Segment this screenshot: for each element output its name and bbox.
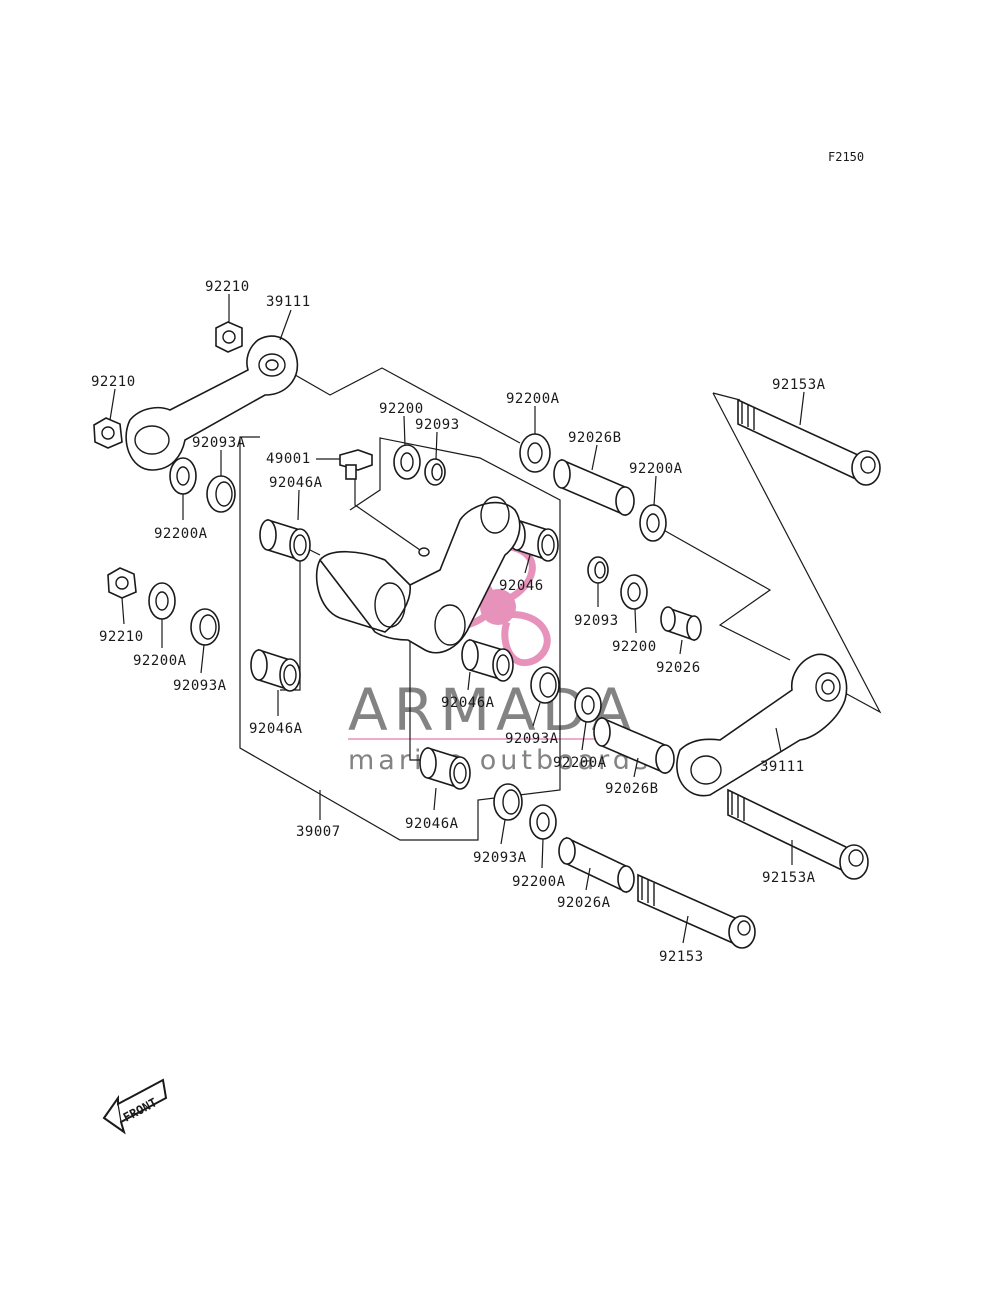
callout-92026B-center: 92026B [605,781,659,797]
group-outline-39007 [239,436,561,841]
grease-nipple-49001 [339,449,373,480]
assembly-outlines [239,367,882,841]
callout-92046A-upper: 92046A [269,475,323,491]
callout-92210-mid: 92210 [99,629,144,645]
path-link-upper [289,367,521,444]
washer-92200A-center [574,687,602,723]
washer-92200-mid [620,574,648,610]
bearing-92046A-center [461,638,514,682]
collar-92026B-center [593,716,675,775]
nut-92210-mid [107,567,137,599]
collar-92026A [558,836,635,894]
callout-92200-top: 92200 [379,401,424,417]
callout-92093-top: 92093 [415,417,460,433]
path-link-right [659,527,791,661]
callout-39111-top: 39111 [266,294,311,310]
callout-92200A-top: 92200A [506,391,560,407]
callout-92200A-left: 92200A [154,526,208,542]
seal-92093A-center [530,666,560,704]
seal-92093A-lower [493,783,523,821]
watermark: ARMADA marine outboards [348,543,652,776]
callout-92153A-top: 92153A [772,377,826,393]
callout-92153A-right: 92153A [762,870,816,886]
washer-92200A-right [639,504,667,542]
seal-92093A-mid [190,608,220,646]
washer-92200A-left [169,457,197,495]
callout-92093A-left: 92093A [192,435,246,451]
washer-92200A-top [519,433,551,473]
washer-92200-top [393,444,421,480]
path-grease [354,478,421,551]
front-arrow-icon: FRONT [102,1078,168,1135]
callout-92200A-right: 92200A [629,461,683,477]
callout-92093A-lower: 92093A [473,850,527,866]
bearing-92046A-left [250,648,301,692]
callout-92046: 92046 [499,578,544,594]
callout-39007: 39007 [296,824,341,840]
bolt-92153 [637,873,756,949]
callout-92153: 92153 [659,949,704,965]
callout-92200-mid: 92200 [612,639,657,655]
leader-lines [109,294,805,944]
callout-39111-right: 39111 [760,759,805,775]
callout-92200A-lower: 92200A [512,874,566,890]
watermark-tagline: marine outboards [348,745,652,776]
nut-92210-top [215,321,243,353]
callout-92046A-center: 92046A [441,695,495,711]
rocker-arm-39007 [315,496,521,654]
seal-92093-top [424,458,446,486]
figure-code: F2150 [828,150,864,164]
path-bolt-92153A-top [712,392,741,401]
seal-92093-mid [587,556,609,584]
seal-92093A-left [206,475,236,513]
path-bolt-92153A [712,392,882,714]
tie-rod-right [676,653,848,797]
callout-92093-mid: 92093 [574,613,619,629]
callout-92046A-left: 92046A [249,721,303,737]
callout-92200A-center: 92200A [553,755,607,771]
callout-49001: 49001 [266,451,311,467]
tie-rod-upper-left [125,335,299,471]
bolt-92153A-top [737,398,881,486]
washer-92200A-lower [529,804,557,840]
callout-92200A-mid: 92200A [133,653,187,669]
callout-92046A-lower: 92046A [405,816,459,832]
callout-92026A: 92026A [557,895,611,911]
bolt-92153A-right [727,788,869,880]
logo-hub [480,589,516,625]
callout-92093A-mid: 92093A [173,678,227,694]
collar-92026 [660,606,702,642]
collar-92026B-top [553,458,635,517]
bearing-92046A-lower [419,746,471,790]
callout-92210-left: 92210 [91,374,136,390]
bearing-92046A-upper [259,518,311,562]
callout-labels: 92210 39111 92210 92200A 92153A 92200 92… [91,279,826,965]
nut-92210-left [93,417,123,449]
callout-92026B-top: 92026B [568,430,622,446]
callout-92210-top: 92210 [205,279,250,295]
callout-92093A-center: 92093A [505,731,559,747]
callout-92026: 92026 [656,660,701,676]
washer-92200A-mid [148,582,176,620]
